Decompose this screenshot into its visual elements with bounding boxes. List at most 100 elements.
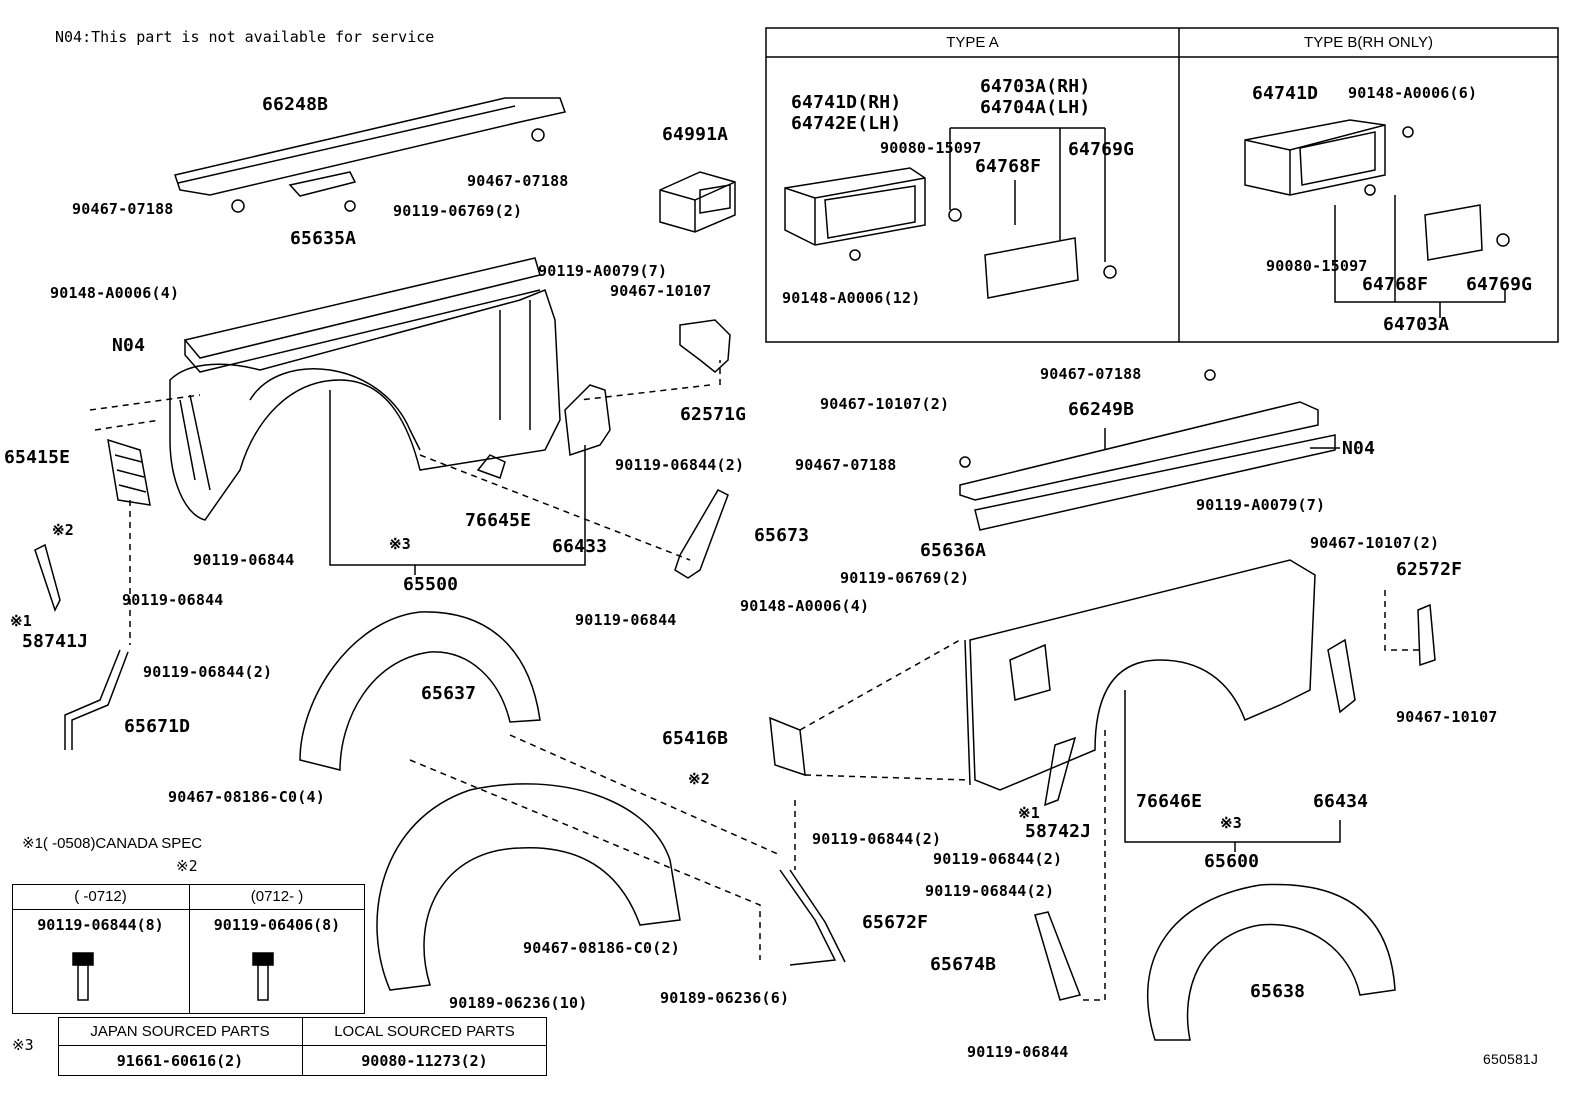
part-label[interactable]: 90119-06844(2) bbox=[615, 456, 745, 474]
part-label[interactable]: 62571G bbox=[680, 404, 747, 425]
part-label[interactable]: 62572F bbox=[1396, 559, 1463, 580]
x3-note-head: ※3 bbox=[12, 1036, 34, 1054]
part-label[interactable]: 90467-08186-C0(2) bbox=[523, 939, 680, 957]
vent-65415E-drawing bbox=[107, 438, 151, 506]
part-label[interactable]: 90467-10107(2) bbox=[820, 395, 950, 413]
reference-code: 650581J bbox=[1483, 1051, 1539, 1067]
part-label[interactable]: 65637 bbox=[421, 683, 477, 704]
part-label[interactable]: 64769G bbox=[1068, 139, 1135, 160]
part-label[interactable]: 90148-A0006(12) bbox=[782, 289, 921, 307]
bolt-col1-part[interactable]: 90119-06844(8) bbox=[37, 916, 164, 934]
part-label[interactable]: 90467-07188 bbox=[795, 456, 897, 474]
part-label[interactable]: 90119-06844(2) bbox=[925, 882, 1055, 900]
part-label[interactable]: 90467-10107 bbox=[610, 282, 712, 300]
part-label[interactable]: 65672F bbox=[862, 912, 929, 933]
part-label[interactable]: 90467-08186-C0(4) bbox=[168, 788, 325, 806]
part-label[interactable]: 65636A bbox=[920, 540, 987, 561]
mark-x3: ※3 bbox=[1220, 814, 1242, 832]
part-label[interactable]: 65674B bbox=[930, 954, 997, 975]
bolt-icon bbox=[72, 952, 94, 1001]
mark-x3: ※3 bbox=[389, 535, 411, 553]
part-label[interactable]: 90467-07188 bbox=[467, 172, 569, 190]
part-label[interactable]: 64991A bbox=[662, 124, 729, 145]
part-label[interactable]: N04 bbox=[1342, 438, 1376, 459]
part-label[interactable]: 90467-07188 bbox=[1040, 365, 1142, 383]
part-label[interactable]: 64769G bbox=[1466, 274, 1533, 295]
bolt-table-rule bbox=[12, 909, 365, 910]
japan-sourced-head: JAPAN SOURCED PARTS bbox=[90, 1022, 270, 1040]
part-label[interactable]: 65416B bbox=[662, 728, 729, 749]
mark-x2: ※2 bbox=[688, 770, 710, 788]
dashed-leaders-left bbox=[89, 360, 781, 960]
part-label[interactable]: 64704A(LH) bbox=[980, 97, 1091, 118]
type-table-frame bbox=[765, 27, 1559, 343]
part-label[interactable]: 90467-07188 bbox=[72, 200, 174, 218]
part-label[interactable]: 90119-A0079(7) bbox=[1196, 496, 1326, 514]
part-label[interactable]: 64703A(RH) bbox=[980, 76, 1091, 97]
bracket-65674B-drawing bbox=[1034, 911, 1082, 1001]
part-label[interactable]: 90119-06844 bbox=[967, 1043, 1069, 1061]
part-label[interactable]: 58741J bbox=[22, 631, 89, 652]
part-label[interactable]: 66248B bbox=[262, 94, 329, 115]
bedside-65600-drawing bbox=[969, 559, 1316, 791]
part-label[interactable]: 90119-06769(2) bbox=[840, 569, 970, 587]
part-label[interactable]: 90080-15097 bbox=[880, 139, 982, 157]
part-64991A-drawing bbox=[659, 171, 736, 233]
part-label[interactable]: 65500 bbox=[403, 574, 459, 595]
part-label[interactable]: 90119-06844(2) bbox=[143, 663, 273, 681]
rail-66249B-drawing bbox=[959, 369, 1336, 531]
part-label[interactable]: 76645E bbox=[465, 510, 532, 531]
part-label[interactable]: 64741D(RH) bbox=[791, 92, 902, 113]
part-label[interactable]: 65671D bbox=[124, 716, 191, 737]
part-label[interactable]: 64768F bbox=[975, 156, 1042, 177]
part-label[interactable]: 90119-06769(2) bbox=[393, 202, 523, 220]
part-label[interactable]: 64703A bbox=[1383, 314, 1450, 335]
part-label[interactable]: 66249B bbox=[1068, 399, 1135, 420]
part-label[interactable]: 90467-10107 bbox=[1396, 708, 1498, 726]
part-label[interactable]: 65415E bbox=[4, 447, 71, 468]
part-label[interactable]: 90148-A0006(4) bbox=[740, 597, 870, 615]
liner-65638-drawing bbox=[1146, 883, 1396, 1041]
rod-65672F-drawing bbox=[779, 869, 846, 966]
bolt-icon bbox=[252, 952, 274, 1001]
mark-x1: ※1 bbox=[10, 612, 32, 630]
bracket-66434-drawing bbox=[1327, 638, 1356, 714]
part-label[interactable]: 90467-10107(2) bbox=[1310, 534, 1440, 552]
type-a-header: TYPE A bbox=[946, 34, 999, 51]
part-label[interactable]: N04 bbox=[112, 335, 146, 356]
part-label[interactable]: 90119-06844(2) bbox=[812, 830, 942, 848]
rod-65671D-drawing bbox=[64, 649, 129, 750]
local-sourced-head: LOCAL SOURCED PARTS bbox=[334, 1022, 515, 1040]
part-label[interactable]: 90119-06844 bbox=[193, 551, 295, 569]
source-table-rule bbox=[58, 1045, 547, 1046]
part-label[interactable]: 66434 bbox=[1313, 791, 1369, 812]
part-label[interactable]: 64768F bbox=[1362, 274, 1429, 295]
mark-x2: ※2 bbox=[52, 521, 74, 539]
part-label[interactable]: 90119-A0079(7) bbox=[538, 262, 668, 280]
bolt-col2-part[interactable]: 90119-06406(8) bbox=[213, 916, 341, 934]
part-label[interactable]: 65638 bbox=[1250, 981, 1306, 1002]
japan-sourced-part[interactable]: 91661-60616(2) bbox=[116, 1052, 244, 1070]
part-label[interactable]: 90189-06236(6) bbox=[660, 989, 790, 1007]
part-label[interactable]: 66433 bbox=[552, 536, 608, 557]
canada-spec-note: ※1( -0508)CANADA SPEC bbox=[22, 835, 203, 852]
part-label[interactable]: 90119-06844 bbox=[122, 591, 224, 609]
strip-58742J-drawing bbox=[1044, 736, 1077, 807]
part-label[interactable]: 90080-15097 bbox=[1266, 257, 1368, 275]
part-label[interactable]: 90119-06844 bbox=[575, 611, 677, 629]
part-label[interactable]: 90119-06844(2) bbox=[933, 850, 1063, 868]
bracket-76645E-drawing bbox=[476, 454, 506, 479]
part-label[interactable]: 65635A bbox=[290, 228, 357, 249]
part-label[interactable]: 65600 bbox=[1204, 851, 1260, 872]
part-label[interactable]: 90148-A0006(4) bbox=[50, 284, 180, 302]
part-label[interactable]: 90148-A0006(6) bbox=[1348, 84, 1478, 102]
local-sourced-part[interactable]: 90080-11273(2) bbox=[361, 1052, 488, 1070]
part-label[interactable]: 65673 bbox=[754, 525, 810, 546]
liner-65637-drawing bbox=[299, 611, 541, 771]
part-label[interactable]: 76646E bbox=[1136, 791, 1203, 812]
part-label[interactable]: 64742E(LH) bbox=[791, 113, 902, 134]
bedside-65500-drawing bbox=[169, 257, 561, 521]
part-label[interactable]: 64741D bbox=[1252, 83, 1319, 104]
part-label[interactable]: 90189-06236(10) bbox=[449, 994, 588, 1012]
part-label[interactable]: 58742J bbox=[1025, 821, 1092, 842]
